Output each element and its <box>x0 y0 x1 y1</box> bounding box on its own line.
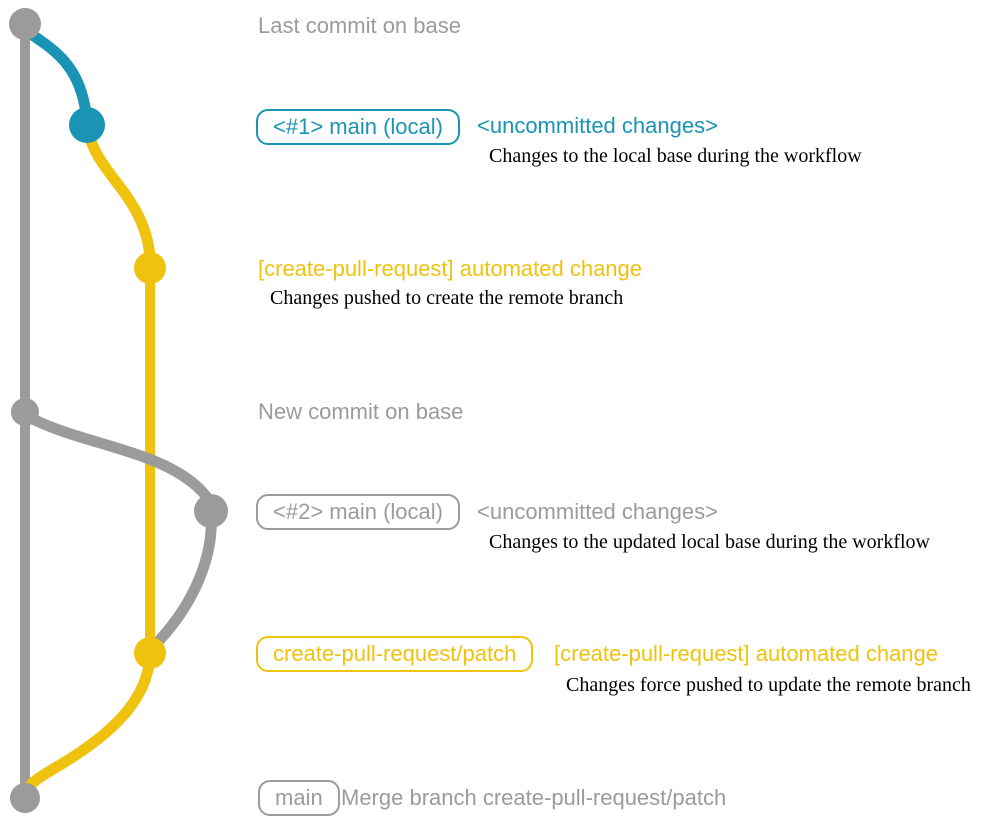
commit-dot-patch-1 <box>134 252 166 284</box>
branch-badge-main: main <box>258 780 340 817</box>
row4-description: Changes force pushed to update the remot… <box>566 674 971 696</box>
row3-description: Changes to the updated local base during… <box>489 531 930 553</box>
commit-dot-merge <box>10 783 40 813</box>
last-commit-label: Last commit on base <box>258 13 461 38</box>
git-graph <box>9 8 228 813</box>
branch-badge-main-local-2: <#2> main (local) <box>256 494 460 531</box>
row1-title: <uncommitted changes> <box>477 113 718 138</box>
patch-branch-curve-top <box>81 122 156 268</box>
row2-title: [create-pull-request] automated change <box>258 256 643 281</box>
base-rebase-curve-in <box>146 507 217 654</box>
commit-dot-last-base <box>9 8 41 40</box>
new-commit-label: New commit on base <box>258 399 464 424</box>
branch-badge-patch: create-pull-request/patch <box>256 636 534 673</box>
commit-dot-main-2 <box>194 494 228 528</box>
row3-title: <uncommitted changes> <box>477 499 718 524</box>
commit-dot-new-base <box>11 398 39 426</box>
row2-description: Changes pushed to create the remote bran… <box>270 287 624 309</box>
commit-dot-patch-2 <box>134 637 166 669</box>
commit-dot-main-1 <box>69 107 105 143</box>
patch-branch-curve-bottom <box>19 652 156 802</box>
row4-title: [create-pull-request] automated change <box>554 641 939 666</box>
branch-badge-main-local-1: <#1> main (local) <box>256 109 460 146</box>
base-rebase-curve-out <box>19 409 217 517</box>
row1-description: Changes to the local base during the wor… <box>489 145 862 167</box>
row5-title: Merge branch create-pull-request/patch <box>341 785 727 810</box>
